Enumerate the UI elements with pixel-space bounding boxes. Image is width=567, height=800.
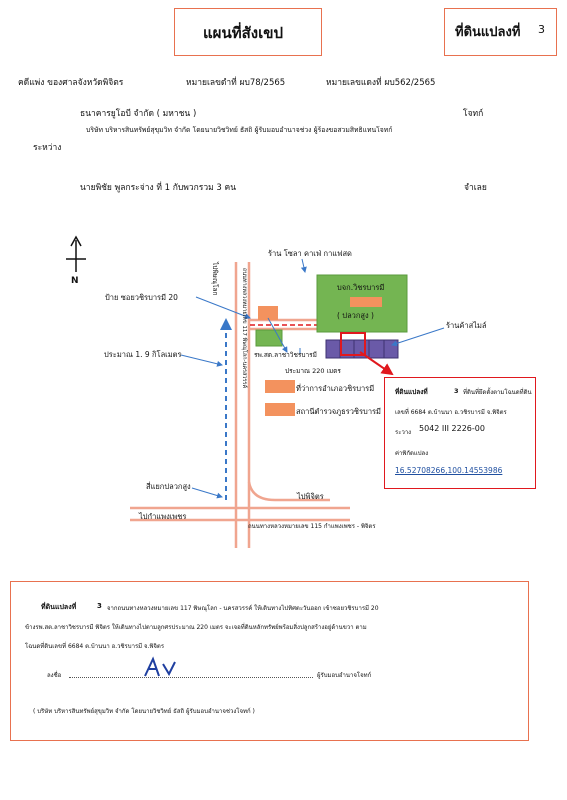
footer-line1: จากถนนทางหลวงหมายเลข 117 พิษณุโลก - นครส… — [107, 605, 379, 612]
plaintiff-sub: บริษัท บริหารสินทรัพย์สุขุมวิท จำกัด โดย… — [86, 126, 393, 134]
case-court: คดีแพ่ง ของศาลจังหวัดพิจิตร — [18, 78, 124, 88]
company-label: บจก.วิชรบารมี — [337, 283, 385, 292]
sign-prefix: ลงชื่อ — [47, 672, 62, 679]
company-sub-label: ( ปลวกสูง ) — [337, 311, 374, 320]
police-label: สถานีตำรวจภูธรวชิรบารมี — [296, 407, 381, 416]
distance-label: ประมาณ 1. 9 กิโลเมตร — [104, 350, 182, 359]
infobox-title: ที่ดินแปลงที่ — [395, 388, 428, 396]
footer-line3: โฉนดที่ดินเลขที่ 6684 ต.บ้านนา อ.วชิรบาร… — [25, 643, 165, 650]
company-small-building — [350, 297, 382, 307]
defendant-role: จำเลย — [464, 183, 487, 193]
plot-label: ที่ดินแปลงที่ — [455, 25, 521, 40]
plaintiff-name: ธนาคารยูโอบี จำกัด ( มหาชน ) — [80, 109, 197, 119]
plot-number: 3 — [538, 23, 545, 36]
description-box: ที่ดินแปลงที่ 3 จากถนนทางหลวงหมายเลข 117… — [10, 581, 529, 741]
infobox-desc: ที่ดินที่ยึดตั้งตามโฉนดที่ดิน — [463, 389, 532, 396]
approx-220-label: ประมาณ 220 เมตร — [285, 367, 341, 375]
road-vertical-label: ถนนทางหลวงหมายเลข 117 พิษณุโลก-นครสวรรค์ — [241, 268, 247, 389]
plot-number-box: ที่ดินแปลงที่ 3 — [444, 8, 557, 56]
district-office-building — [265, 380, 295, 393]
shop-top-label: ร้าน โซลา คาเฟ่ กาแฟสด — [268, 249, 352, 258]
highway-117 — [234, 262, 251, 548]
infobox-coord-label: ค่าพิกัดแปลง — [395, 450, 429, 457]
hospital-label: รพ.สต.ลาชาวิชรบารมี — [254, 351, 317, 359]
company-building — [316, 274, 408, 333]
target-plot — [340, 332, 366, 356]
case-black-number: หมายเลขดำที่ ผบ78/2565 — [186, 78, 286, 88]
sign-label: ป้าย ซอยวชิรบารมี 20 — [105, 293, 178, 302]
police-building — [265, 403, 295, 416]
between-label: ระหว่าง — [33, 143, 62, 153]
highway-115 — [130, 481, 350, 522]
road-bottom-label: ถนนทางหลวงหมายเลข 115 กำแพงเพชร - พิจิตร — [248, 523, 376, 530]
shop-row — [325, 339, 399, 359]
footer-plot-label: ที่ดินแปลงที่ — [41, 603, 77, 611]
footer-line2: ข้างรพ.สต.ลาชาวิชรบารมี พิจิตร ให้เดินทา… — [25, 624, 367, 631]
infobox-coords[interactable]: 16.52708266,100.14553986 — [395, 466, 503, 475]
signature-mark — [144, 656, 176, 677]
sign-building — [258, 306, 278, 320]
plaintiff-role: โจทก์ — [463, 109, 484, 119]
footer-plot-number: 3 — [97, 602, 102, 610]
to-kamphaeng-label: ไปกำแพงเพชร — [139, 512, 187, 521]
hospital-building — [255, 329, 283, 347]
north-label: N — [71, 276, 79, 286]
signature-line — [69, 677, 313, 678]
infobox-grid-label: ระวาง — [395, 429, 412, 436]
north-arrow-icon — [66, 235, 86, 272]
shop-right-label: ร้านค้าสไมล์ — [446, 321, 487, 330]
infobox-deed: เลขที่ 6684 ต.บ้านนา อ.วชิรบารมี จ.พิจิต… — [395, 409, 507, 416]
case-red-number: หมายเลขแดงที่ ผบ562/2565 — [326, 78, 436, 88]
footer-company: ( บริษัท บริหารสินทรัพย์สุขุมวิท จำกัด โ… — [33, 708, 255, 715]
to-phitsanulok-label: ไปพิษณุโลก — [211, 262, 219, 296]
infobox-number: 3 — [454, 387, 459, 395]
page-title: แผนที่สังเขป — [203, 24, 283, 42]
to-phichit-label: ไปพิจิตร — [297, 492, 324, 501]
sign-suffix: ผู้รับมอบอำนาจโจทก์ — [317, 672, 372, 679]
plot-info-box: ที่ดินแปลงที่ 3 ที่ดินที่ยึดตั้งตามโฉนดท… — [384, 377, 536, 489]
defendant-name: นายพิชัย พูลกระจ่าง ที่ 1 กับพวกรวม 3 คน — [80, 183, 237, 193]
district-office-label: ที่ว่าการอำเภอวชิรบารมี — [296, 384, 375, 393]
title-box: แผนที่สังเขป — [174, 8, 322, 56]
junction-label: สี่แยกปลวกสูง — [146, 482, 191, 491]
infobox-grid: 5042 III 2226-00 — [419, 424, 485, 433]
